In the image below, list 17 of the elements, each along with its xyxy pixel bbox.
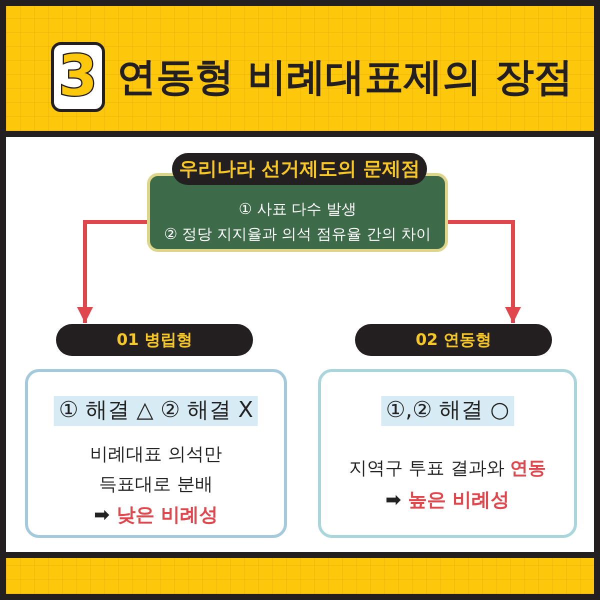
text-box [25, 369, 287, 538]
list-item: ① 사표 다수 발생 [238, 199, 356, 220]
highlighted-text: ① 해결 △ ② 해결 X [54, 396, 258, 426]
heading-tag: 02 연동형 [355, 324, 552, 356]
result-text: ➡ 낮은 비례성 [94, 503, 218, 528]
heading-tag: 01 병립형 [56, 324, 253, 356]
heading-tag: 우리나라 선거제도의 문제점 [172, 153, 427, 185]
arrow [448, 220, 521, 323]
highlighted-text: ①,② 해결 ○ [380, 396, 514, 426]
result-text: ➡ 높은 비례성 [385, 488, 510, 513]
body-text: 지역구 투표 결과와 연동 [348, 457, 546, 481]
body-text: 비례대표 의석만 득표대로 분배 [89, 443, 223, 497]
text-box [318, 369, 577, 538]
number-badge: 3 [51, 42, 105, 112]
list-item: ② 정당 지지율과 의석 점유율 간의 차이 [164, 224, 432, 245]
title: 연동형 비례대표제의 장점 [117, 54, 574, 102]
arrow [77, 220, 147, 323]
